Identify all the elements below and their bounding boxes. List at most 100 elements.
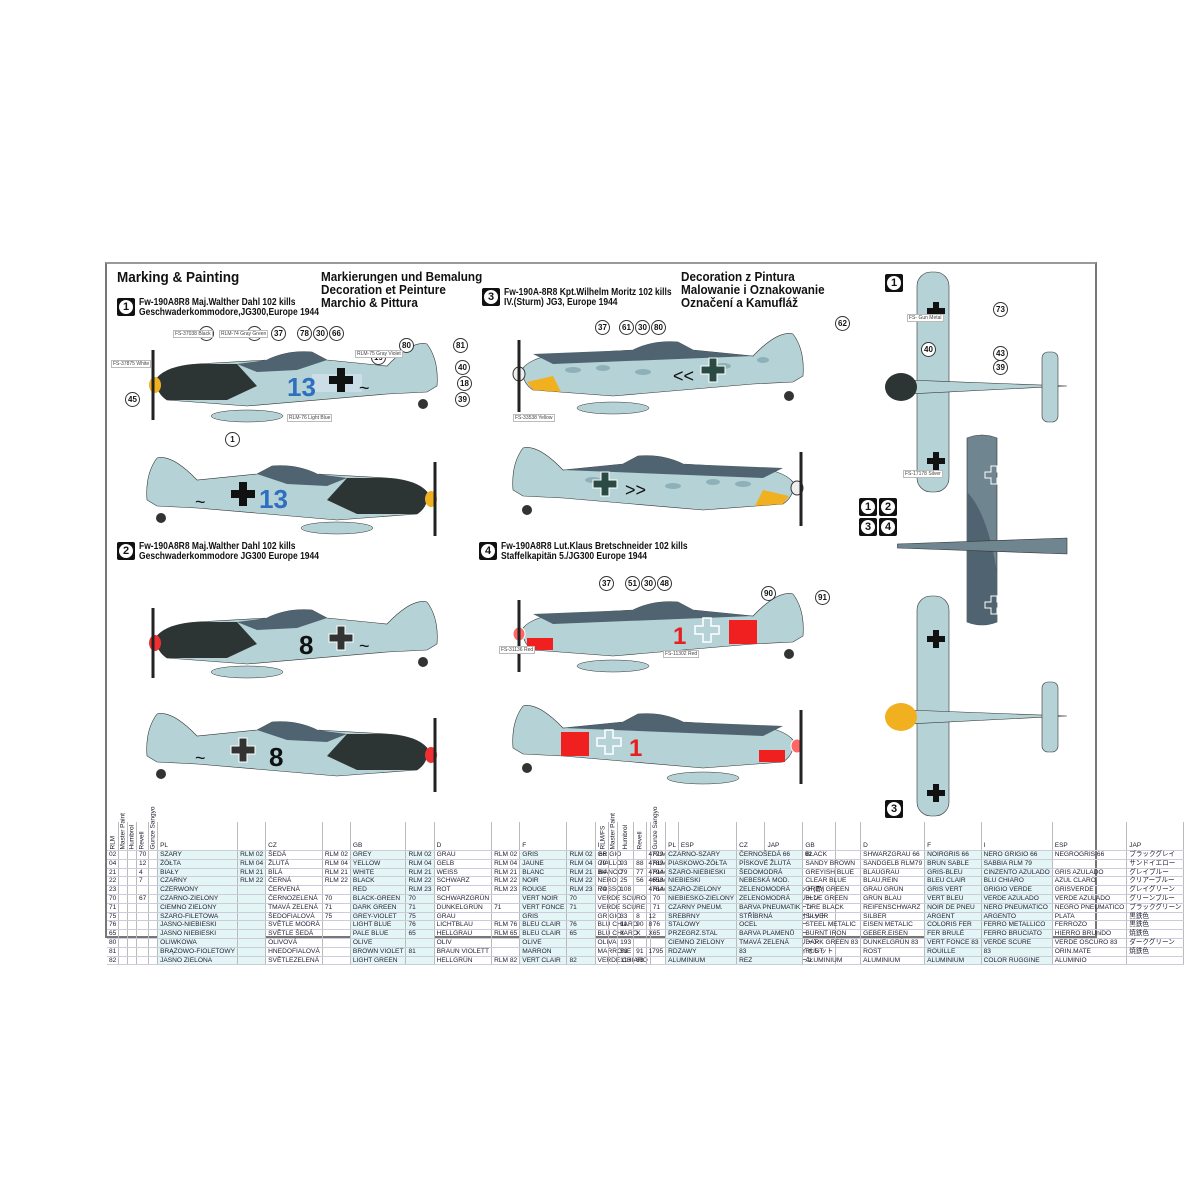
callout-37: 37 [271,326,286,341]
column-header: RLM/FS [597,822,609,851]
aircraft-upper-plan [897,434,1068,626]
column-header [322,822,351,851]
badge-grid-3: 3 [859,518,877,536]
callout-4-48: 48 [657,576,672,591]
svg-text:<<: << [673,366,694,386]
callout-39: 39 [455,392,470,407]
label-fs37038: FS-37038 Black [173,330,213,338]
aircraft-3-underside-plan [885,595,1068,817]
column-header: D [434,822,493,851]
callout-plan-43: 43 [993,346,1008,361]
callout-plan-73: 73 [993,302,1008,317]
svg-text:~: ~ [359,378,370,398]
column-header: I [595,822,651,851]
label-rlm74: RLM-74 Gray Green [219,330,269,338]
column-header: I [981,822,1053,851]
column-header: CZ [736,822,804,851]
column-header: JAP [1126,822,1185,851]
aircraft-1-right-profile: 13 ~ [146,457,437,536]
callout-80: 80 [399,338,414,353]
column-header [237,822,267,851]
aircraft-3-right-profile: >> [512,447,804,526]
callout-3-30: 30 [635,320,650,335]
column-header [405,822,435,851]
variant-3-header: 3 Fw-190A-8R8 Kpt.Wilhelm Moritz 102 kil… [482,288,701,308]
svg-text:8: 8 [269,742,283,772]
column-header: CZ [265,822,323,851]
column-header: Revell [633,822,646,851]
svg-text:1: 1 [629,735,642,762]
callout-30: 30 [313,326,328,341]
badge-plan-3: 3 [885,800,903,818]
aircraft-1-left-profile: 13 ~ [149,343,438,423]
column-header: F [924,822,982,851]
badge-2: 2 [117,542,135,560]
title-multilingual-2: Decoration z Pintura Malowanie i Oznakow… [681,269,825,310]
callout-78: 78 [297,326,312,341]
callout-4-91: 91 [815,590,830,605]
column-header: Gunze Sangyo [646,806,666,851]
svg-text:1: 1 [673,623,686,650]
callout-66: 66 [329,326,344,341]
column-header: PL [665,822,738,851]
aircraft-4-left-profile: 1 [512,593,804,673]
callout-plan-40: 40 [921,342,936,357]
badge-grid-2: 2 [879,498,897,516]
svg-text:13: 13 [287,372,316,402]
column-header: D [860,822,926,851]
column-header [566,822,596,851]
variant-4-header: 4 Fw-190A8R8 Lut.Klaus Bretschneider 102… [479,542,721,562]
svg-text:~: ~ [195,492,206,512]
column-header: GB [802,822,862,851]
badge-plan-1: 1 [885,274,903,292]
label-fs31136: FS-31136 Red [499,646,536,654]
column-header: Revell [136,822,149,851]
badge-1: 1 [117,298,135,316]
instruction-sheet: Marking & Painting Markierungen und Bema… [105,262,1185,966]
svg-text:~: ~ [195,748,206,768]
label-fs33538: FS-33538 Yellow [513,414,555,422]
label-rlm76: RLM-76 Light Blue [287,414,333,422]
badge-grid-4: 4 [879,518,897,536]
callout-40: 40 [455,360,470,375]
callout-plan-39: 39 [993,360,1008,375]
column-header: ESP [1052,822,1128,851]
callout-3-62: 62 [835,316,850,331]
svg-text:>>: >> [625,480,646,500]
label-fs-gunmetal: FS- Gun Metal [907,314,944,322]
badge-grid-1: 1 [859,498,877,516]
label-fs37875: FS-37875 White [111,360,152,368]
column-header: RLM [107,822,119,851]
column-header: Humbrol [617,822,634,851]
aircraft-3-left-profile: << [512,333,804,415]
callout-3-37: 37 [595,320,610,335]
callout-45: 45 [125,392,140,407]
title-marking-painting: Marking & Painting [117,269,240,286]
callout-1: 1 [225,432,240,447]
variant-badges-grid: 1 2 3 4 [859,498,897,536]
callout-4-51: 51 [625,576,640,591]
svg-text:13: 13 [259,484,288,514]
column-header: Master Paint [608,813,618,851]
label-fs17178: FS-17178 Silver [903,470,943,478]
callout-81: 81 [453,338,468,353]
callout-4-90: 90 [761,586,776,601]
column-header [491,822,521,851]
title-multilingual-1: Markierungen und Bemalung Decoration et … [321,269,483,310]
callout-18: 18 [457,376,472,391]
callout-3-61: 61 [619,320,634,335]
